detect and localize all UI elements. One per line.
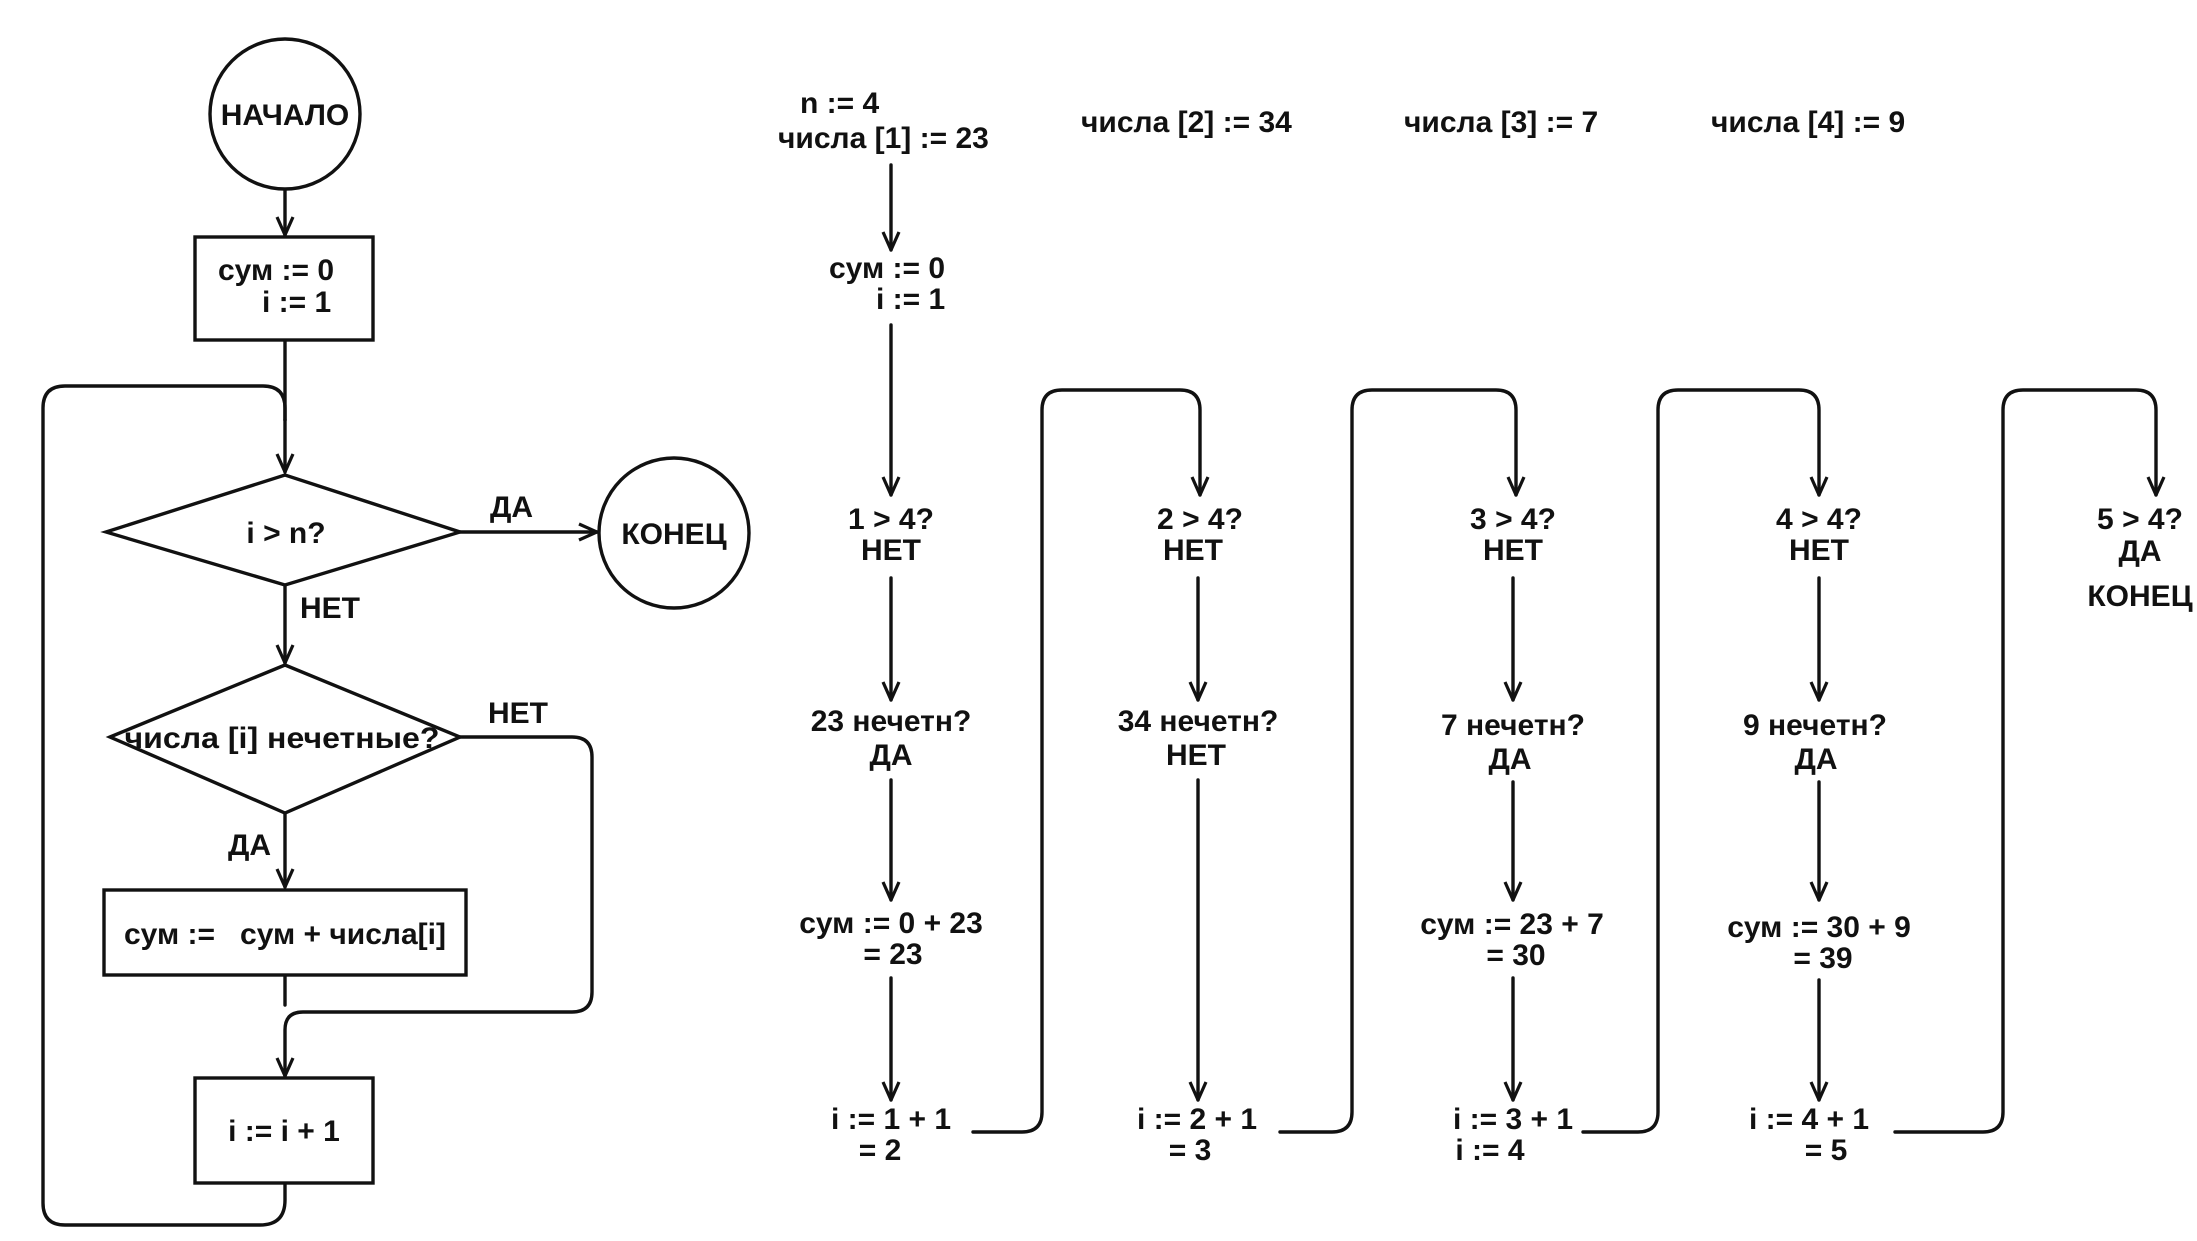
trace-odd-result: НЕТ [1166,739,1226,772]
trace-sum-value: = 39 [1793,942,1852,975]
trace-final-end: КОНЕЦ [2087,580,2192,613]
trace-final-result: ДА [2118,535,2161,568]
trace-iteration-3: 3 > 4? НЕТ 7 нечетн? ДА сум := 23 + 7 = … [1420,390,1819,1167]
trace-iteration-1: 1 > 4? НЕТ 23 нечетн? ДА сум := 0 + 23 =… [799,390,1200,1167]
trace-odd-test: 23 нечетн? [811,705,972,738]
trace-test-result: НЕТ [1163,534,1223,567]
trace-odd-result: ДА [1488,743,1531,776]
odd-check-label: числа [i] нечетные? [125,722,440,755]
odd-check-no-label: НЕТ [488,697,548,730]
trace-sum-expr: сум := 30 + 9 [1727,911,1911,944]
trace-inc-expr: i := 1 + 1 [831,1103,951,1136]
increment-label: i := i + 1 [228,1115,340,1148]
trace-setup-n: n := 4 [800,87,880,120]
trace-odd-test: 7 нечетн? [1441,709,1585,742]
trace-inc-expr: i := 2 + 1 [1137,1103,1257,1136]
trace-loop-connector [1895,390,2156,1132]
trace-loop-connector [1583,390,1819,1132]
accumulate-label: сум := сум + числа[i] [124,918,446,951]
trace-inc-value: = 2 [859,1134,902,1167]
trace-iteration-4: 4 > 4? НЕТ 9 нечетн? ДА сум := 30 + 9 = … [1727,390,2156,1167]
trace-final-test: 5 > 4? [2097,503,2183,536]
condition-no-label: НЕТ [300,592,360,625]
trace-iteration-2: 2 > 4? НЕТ 34 нечетн? НЕТ i := 2 + 1 = 3 [1118,390,1516,1167]
trace-sum-value: = 23 [863,938,922,971]
init-line-2: i := 1 [262,286,331,319]
trace-odd-test: 34 нечетн? [1118,705,1279,738]
trace-odd-result: ДА [1794,743,1837,776]
trace-loop-connector [1280,390,1516,1132]
trace-sum-value: = 30 [1486,939,1545,972]
trace-odd-result: ДА [869,739,912,772]
trace-odd-test: 9 нечетн? [1743,709,1887,742]
trace-inc-value: = 3 [1169,1134,1212,1167]
trace-init-i: i := 1 [876,283,945,316]
trace-setup-numbers-3: числа [3] := 7 [1404,106,1598,139]
trace-setup-numbers-4: числа [4] := 9 [1711,106,1905,139]
trace-test: 3 > 4? [1470,503,1556,536]
condition-label: i > n? [246,517,325,550]
trace-setup-numbers-2: числа [2] := 34 [1081,106,1292,139]
trace-final: 5 > 4? ДА КОНЕЦ [2087,503,2192,613]
trace-inc-expr: i := 4 + 1 [1749,1103,1869,1136]
odd-check-yes-label: ДА [228,829,271,862]
trace-test-result: НЕТ [861,534,921,567]
trace-test: 2 > 4? [1157,503,1243,536]
condition-yes-label: ДА [490,491,533,524]
trace-inc-expr: i := 3 + 1 [1453,1103,1573,1136]
start-label: НАЧАЛО [221,99,350,132]
trace-sum-expr: сум := 0 + 23 [799,907,983,940]
end-label: КОНЕЦ [621,518,726,551]
trace-test: 1 > 4? [848,503,934,536]
trace-test: 4 > 4? [1776,503,1862,536]
trace-test-result: НЕТ [1789,534,1849,567]
trace-inc-value: i := 4 [1455,1134,1525,1167]
trace-setup-numbers-1: числа [1] := 23 [778,122,989,155]
trace-test-result: НЕТ [1483,534,1543,567]
trace-inc-value: = 5 [1805,1134,1848,1167]
trace-init-sum: сум := 0 [829,252,945,285]
execution-trace: n := 4 числа [1] := 23 числа [2] := 34 ч… [778,87,2193,1167]
init-line-1: сум := 0 [218,254,334,287]
trace-sum-expr: сум := 23 + 7 [1420,908,1604,941]
flowchart: НАЧАЛО сум := 0 i := 1 i > n? ДА НЕТ КОН… [43,39,749,1225]
